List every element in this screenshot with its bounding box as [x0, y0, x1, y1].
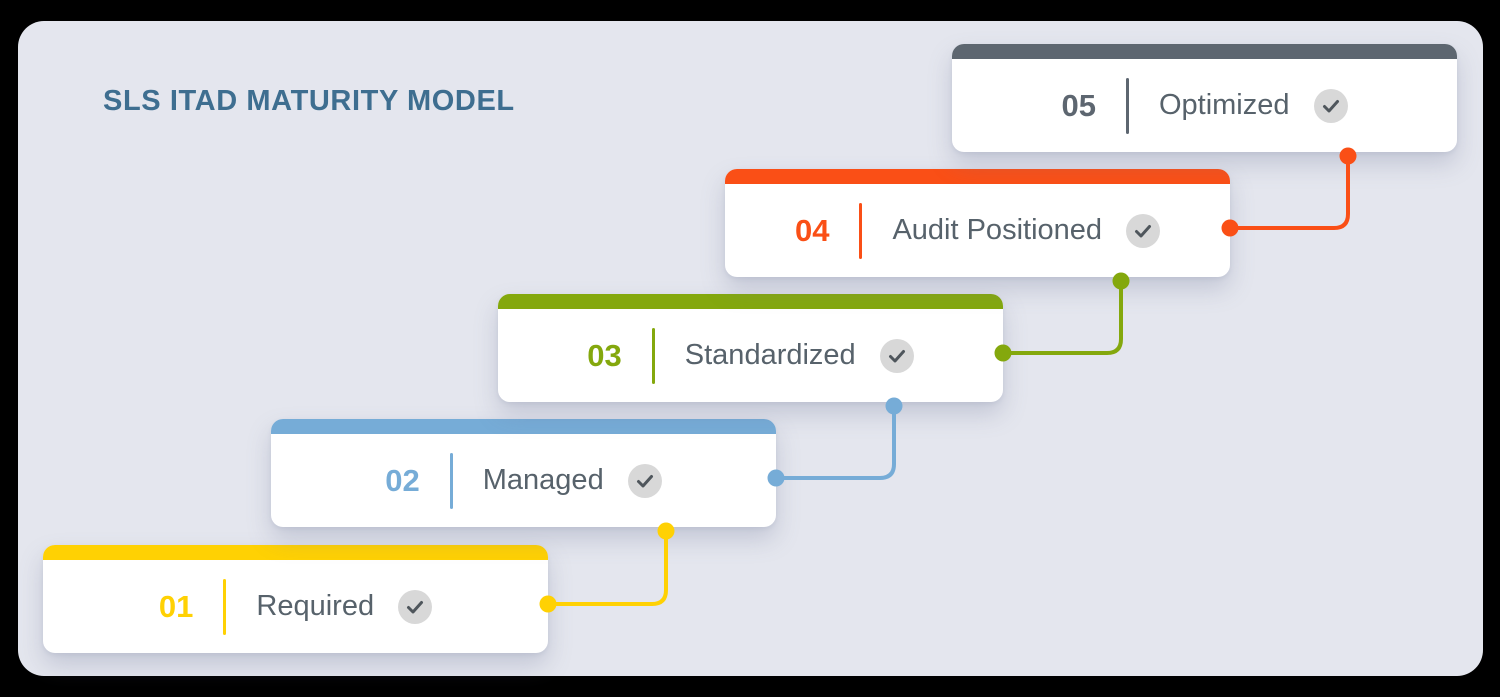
level-02-label: Managed: [482, 464, 604, 496]
level-03-top-bar: [498, 294, 1003, 309]
level-card-04: 04 Audit Positioned: [725, 169, 1230, 277]
level-03-divider: [651, 327, 655, 384]
level-02-content: 02 Managed: [271, 434, 776, 527]
level-04-content: 04 Audit Positioned: [725, 184, 1230, 277]
level-01-label: Required: [256, 590, 375, 622]
level-05-top-bar: [952, 44, 1457, 59]
level-05-label: Optimized: [1158, 89, 1290, 121]
level-04-divider: [859, 202, 863, 259]
check-icon: [1313, 88, 1348, 123]
level-01-number: 01: [158, 588, 194, 624]
level-04-label: Audit Positioned: [892, 214, 1103, 246]
check-icon: [1126, 213, 1161, 248]
level-04-number: 04: [794, 212, 830, 248]
level-02-number: 02: [385, 462, 420, 498]
level-card-02: 02 Managed: [271, 419, 776, 527]
level-02-top-bar: [271, 419, 776, 434]
level-card-01: 01 Required: [43, 545, 548, 653]
level-01-content: 01 Required: [43, 560, 548, 653]
page-title: SLS ITAD MATURITY MODEL: [103, 85, 515, 117]
level-05-number: 05: [1061, 87, 1096, 123]
level-04-top-bar: [725, 169, 1230, 184]
level-05-content: 05 Optimized: [952, 59, 1457, 152]
check-icon: [398, 589, 433, 624]
level-05-divider: [1125, 77, 1129, 134]
level-02-divider: [449, 452, 453, 509]
check-icon: [879, 338, 914, 373]
check-icon: [627, 463, 662, 498]
level-03-content: 03 Standardized: [498, 309, 1003, 402]
level-01-top-bar: [43, 545, 548, 560]
level-card-03: 03 Standardized: [498, 294, 1003, 402]
level-03-number: 03: [587, 337, 622, 373]
level-card-05: 05 Optimized: [952, 44, 1457, 152]
level-01-divider: [223, 578, 227, 635]
level-03-label: Standardized: [684, 339, 856, 371]
